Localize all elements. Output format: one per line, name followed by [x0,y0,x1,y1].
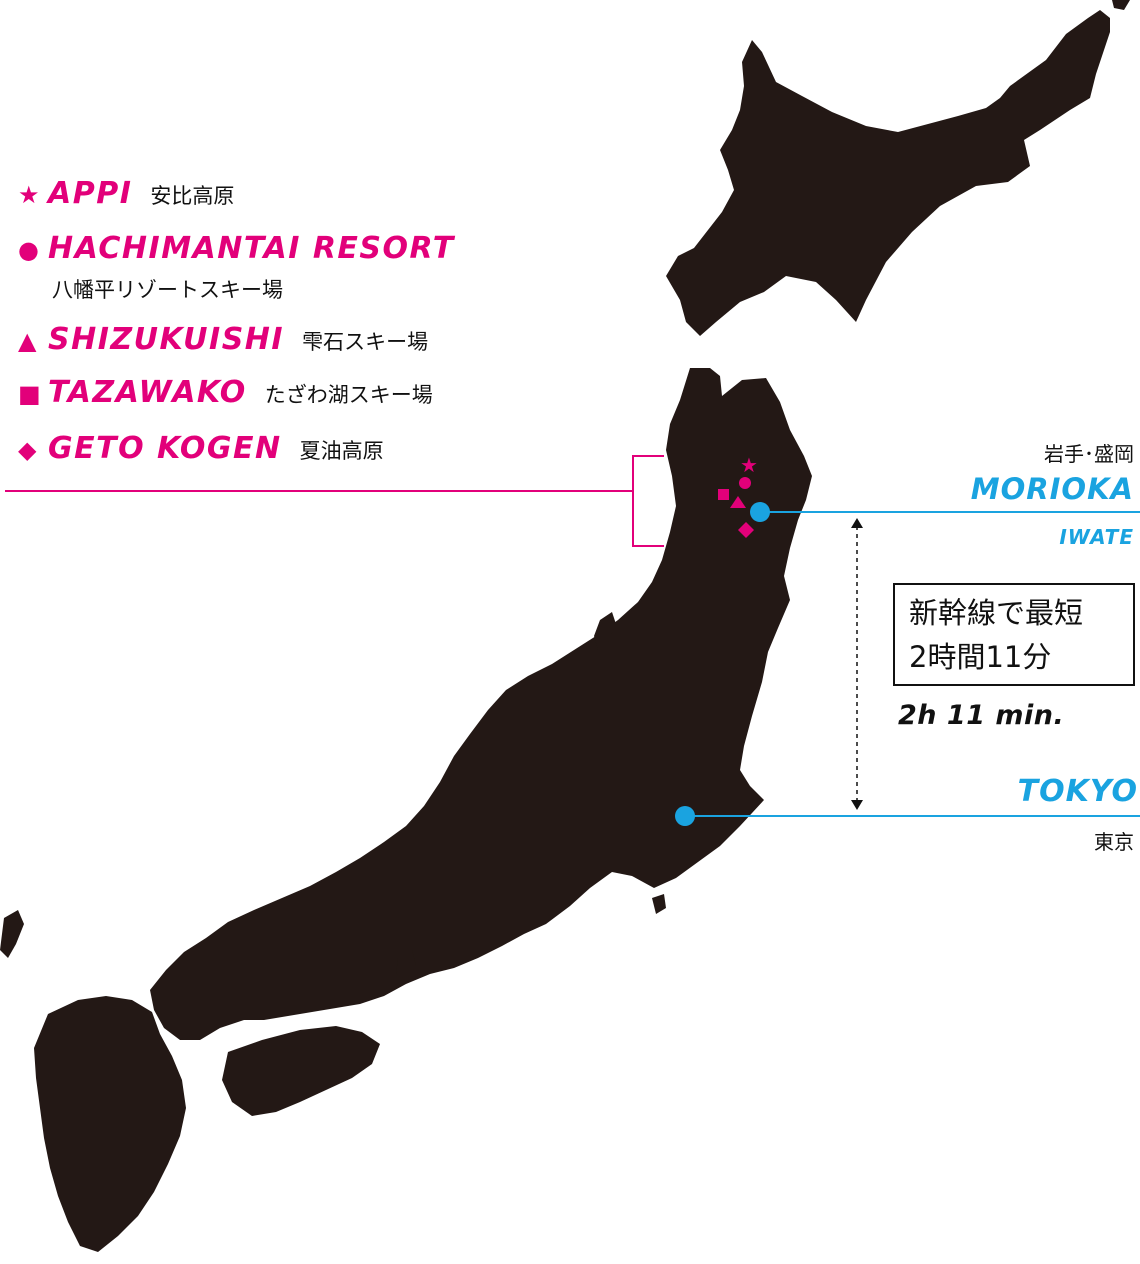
legend-name-ja: 安比高原 [150,184,235,208]
legend-name-en: SHIZUKUISHI [48,322,285,357]
awaji-island [396,950,416,980]
tokyo-name-ja: 東京 [1094,830,1134,854]
sado-island [594,612,616,650]
travel-time-line1: 新幹線で最短 [909,596,1084,630]
legend-item-appi: ★ APPI 安比高原 [18,176,234,211]
travel-time-line2: 2時間11分 [909,640,1052,674]
tsushima-island [0,910,24,958]
travel-time-en: 2h 11 min. [898,700,1065,731]
legend-name-en: TAZAWAKO [48,375,247,410]
shikoku-island [222,1026,380,1116]
circle-icon: ● [18,236,39,264]
resort-bracket-outline [632,455,664,547]
morioka-name-ja: 岩手･盛岡 [1044,442,1134,466]
triangle-icon: ▲ [18,327,37,355]
legend-name-ja: 夏油高原 [299,439,384,463]
legend-name-ja: 八幡平リゾートスキー場 [52,278,283,302]
legend-item-shizukuishi: ▲ SHIZUKUISHI 雫石スキー場 [18,322,428,357]
morioka-name-en: MORIOKA [970,472,1134,506]
legend-name-ja: 雫石スキー場 [302,330,429,354]
legend-item-tazawako: ■ TAZAWAKO たざわ湖スキー場 [18,375,433,410]
hokkaido-island [666,10,1110,336]
iwate-label: IWATE [1059,525,1134,549]
honshu-island [150,368,812,1040]
sakhalin-tip [1112,0,1130,10]
legend-item-geto-kogen: ◆ GETO KOGEN 夏油高原 [18,431,384,466]
geto-marker-diamond-icon [738,522,754,538]
diamond-icon: ◆ [18,436,37,464]
tokyo-name-en: TOKYO [1017,774,1138,809]
tokyo-dot-icon [675,806,695,826]
legend-name-en: GETO KOGEN [48,431,282,466]
tazawako-marker-square-icon [718,489,729,500]
arrow-up-icon [851,518,863,528]
legend-item-hachimantai: ● HACHIMANTAI RESORT [18,231,455,266]
legend-name-ja: たざわ湖スキー場 [264,383,433,407]
resort-markers: ★ [718,453,758,538]
arrow-down-icon [851,800,863,810]
distance-arrow [851,518,863,810]
square-icon: ■ [18,380,41,408]
shizukuishi-marker-triangle-icon [730,496,746,508]
appi-marker-star-icon: ★ [740,453,758,477]
resort-bracket [5,455,664,547]
travel-time-box: 新幹線で最短 2時間11分 [893,583,1135,686]
star-icon: ★ [18,181,40,209]
morioka-dot-icon [750,502,770,522]
legend-name-en: HACHIMANTAI RESORT [48,231,455,266]
hachimantai-marker-circle-icon [739,477,751,489]
kyushu-island [34,996,186,1252]
legend-name-en: APPI [48,176,133,211]
oshima-island [652,894,666,914]
